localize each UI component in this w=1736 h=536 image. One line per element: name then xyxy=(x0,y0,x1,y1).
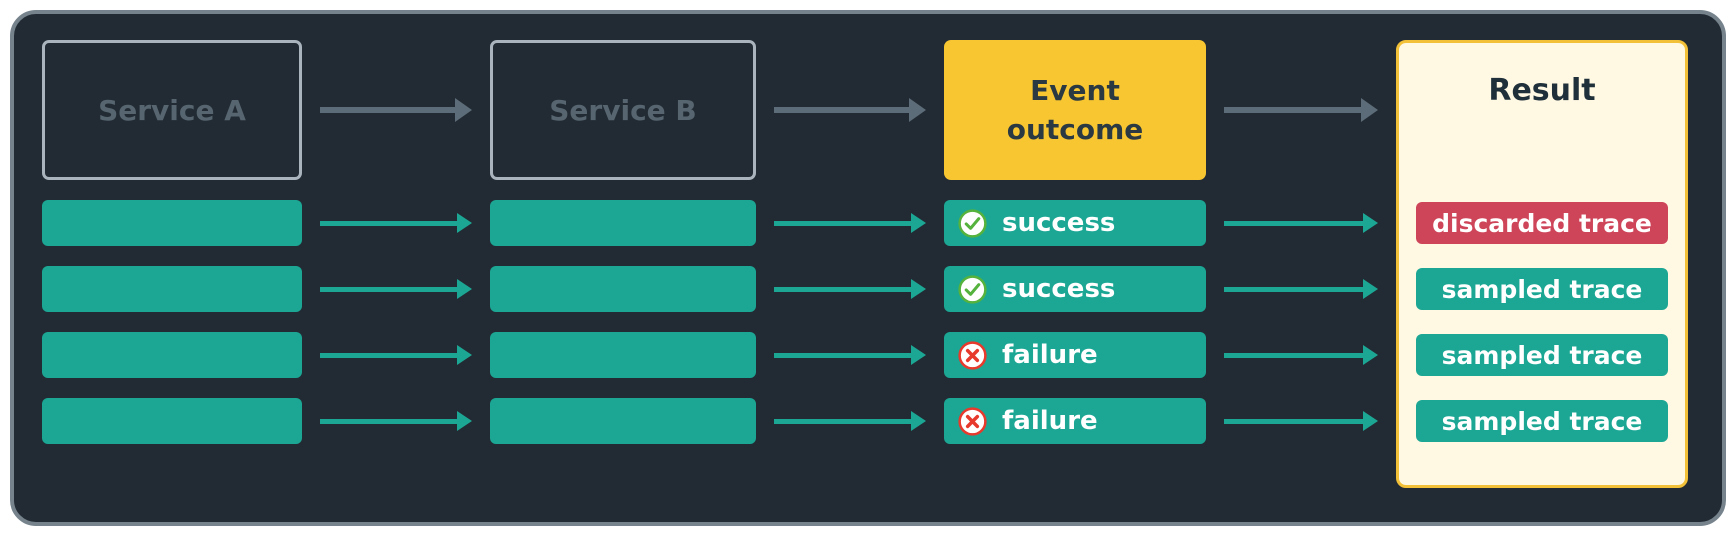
failure-x-circle-icon xyxy=(958,340,987,370)
arrow-head xyxy=(1363,279,1378,299)
service-a-box: Service A xyxy=(42,40,302,180)
event-outcome-bar: failure xyxy=(944,332,1206,378)
arrow-shaft xyxy=(1224,286,1364,292)
arrow-shaft xyxy=(320,418,458,424)
flow-arrow-icon xyxy=(756,200,944,246)
failure-x-circle-icon xyxy=(958,406,987,436)
service-a-span-bar xyxy=(42,200,302,246)
result-title: Result xyxy=(1488,73,1596,108)
outcome-label: success xyxy=(1002,208,1116,238)
outcome-label: failure xyxy=(1002,340,1098,370)
service-a-span-bar xyxy=(42,398,302,444)
arrow-head xyxy=(457,411,472,431)
flow-arrow-icon xyxy=(756,332,944,378)
arrow-head xyxy=(911,279,926,299)
flow-arrow-icon xyxy=(302,200,490,246)
arrow-head xyxy=(911,345,926,365)
diagram-grid: Service A Service B Event outcome Resu xyxy=(42,40,1698,488)
flow-arrow-icon xyxy=(756,266,944,312)
arrow-shaft xyxy=(320,107,456,113)
flow-arrow-icon xyxy=(1206,332,1396,378)
arrow-shaft xyxy=(320,286,458,292)
arrow-shaft xyxy=(320,220,458,226)
arrow-shaft xyxy=(774,352,912,358)
flow-arrow-icon xyxy=(302,266,490,312)
arrow-head xyxy=(911,411,926,431)
outcome-label: success xyxy=(1002,274,1116,304)
service-b-span-bar xyxy=(490,266,756,312)
result-pill: sampled trace xyxy=(1416,334,1668,376)
event-outcome-box: Event outcome xyxy=(944,40,1206,180)
arrow-head xyxy=(1361,98,1378,122)
arrow-event-to-result-icon xyxy=(1206,40,1396,180)
event-outcome-bar: success xyxy=(944,266,1206,312)
event-outcome-bar: failure xyxy=(944,398,1206,444)
flow-arrow-icon xyxy=(756,398,944,444)
arrow-head xyxy=(455,98,472,122)
arrow-head xyxy=(909,98,926,122)
result-pill: sampled trace xyxy=(1416,268,1668,310)
service-a-label: Service A xyxy=(98,93,246,127)
flow-arrow-icon xyxy=(1206,398,1396,444)
flow-arrow-icon xyxy=(302,332,490,378)
flow-arrow-icon xyxy=(1206,266,1396,312)
service-b-span-bar xyxy=(490,332,756,378)
arrow-head xyxy=(1363,213,1378,233)
event-outcome-bar: success xyxy=(944,200,1206,246)
arrow-shaft xyxy=(774,418,912,424)
flow-arrow-icon xyxy=(1206,200,1396,246)
service-a-span-bar xyxy=(42,266,302,312)
arrow-shaft xyxy=(774,220,912,226)
result-pill: discarded trace xyxy=(1416,202,1668,244)
arrow-shaft xyxy=(320,352,458,358)
arrow-shaft xyxy=(1224,418,1364,424)
arrow-head xyxy=(457,213,472,233)
arrow-shaft xyxy=(774,286,912,292)
arrow-head xyxy=(911,213,926,233)
service-a-span-bar xyxy=(42,332,302,378)
arrow-service-b-to-event-icon xyxy=(756,40,944,180)
success-check-circle-icon xyxy=(958,208,987,238)
success-check-circle-icon xyxy=(958,274,987,304)
arrow-shaft xyxy=(1224,352,1364,358)
service-b-span-bar xyxy=(490,200,756,246)
outcome-label: failure xyxy=(1002,406,1098,436)
arrow-shaft xyxy=(1224,107,1362,113)
event-outcome-label: Event outcome xyxy=(1006,73,1144,146)
service-b-span-bar xyxy=(490,398,756,444)
arrow-shaft xyxy=(1224,220,1364,226)
arrow-service-a-to-b-icon xyxy=(302,40,490,180)
arrow-head xyxy=(1363,411,1378,431)
arrow-head xyxy=(1363,345,1378,365)
flow-arrow-icon xyxy=(302,398,490,444)
arrow-shaft xyxy=(774,107,910,113)
service-b-label: Service B xyxy=(549,93,697,127)
trace-sampling-diagram-panel: Service A Service B Event outcome Resu xyxy=(10,10,1726,526)
service-b-box: Service B xyxy=(490,40,756,180)
arrow-head xyxy=(457,345,472,365)
arrow-head xyxy=(457,279,472,299)
result-pill: sampled trace xyxy=(1416,400,1668,442)
